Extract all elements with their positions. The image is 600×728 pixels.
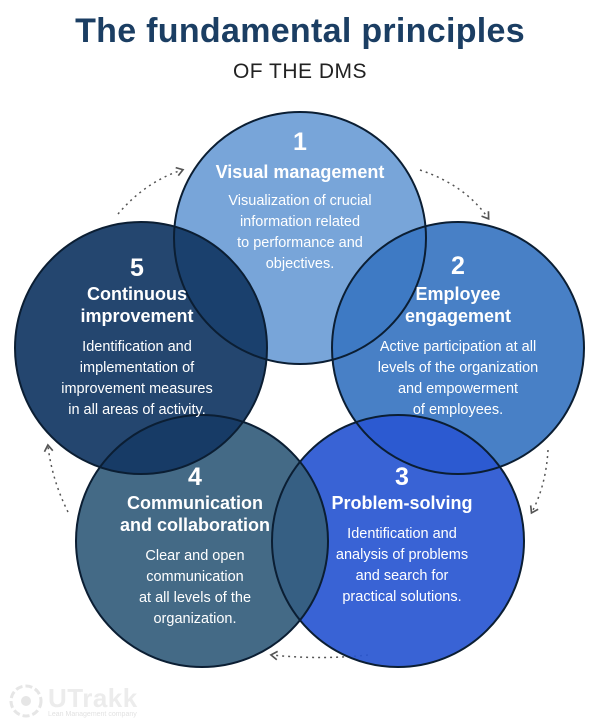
- cycle-arrow-1-to-2: [419, 169, 490, 221]
- cycle-arrow-4-to-5: [43, 443, 69, 513]
- principle-5-title: Continuous improvement: [80, 284, 194, 326]
- principle-2-number: 2: [451, 252, 465, 280]
- principle-1-circle-outline: [173, 111, 427, 365]
- principle-2-text: 2 Employee engagement Active participati…: [358, 251, 558, 421]
- principle-4-text: 4 Communication and collaboration Clear …: [95, 462, 295, 630]
- logo-tagline: Lean Management company: [48, 711, 137, 718]
- diagram-subtitle: OF THE DMS: [232, 60, 368, 83]
- principle-2-circle-outline: [331, 221, 585, 475]
- principle-3-circle-outline: [271, 414, 525, 668]
- principle-4-number: 4: [188, 463, 202, 491]
- principle-4-circle: [76, 415, 328, 667]
- principle-1-text: 1 Visual management Visualization of cru…: [200, 127, 400, 275]
- principle-1-title: Visual management: [215, 162, 385, 182]
- principle-3-number: 3: [395, 463, 409, 491]
- principle-3-description: Identification and analysis of problems …: [335, 526, 469, 605]
- logo-name: UTrakk: [48, 683, 138, 713]
- cycle-arrow-3-to-4: [269, 650, 369, 661]
- principle-2-title: Employee engagement: [404, 284, 512, 326]
- principle-2-circle: [332, 222, 584, 474]
- cycle-arrow-2-to-3: [529, 449, 549, 515]
- utrakk-logo-icon: [9, 684, 43, 718]
- cycle-arrow-5-to-1: [117, 166, 185, 215]
- principle-3-title: Problem-solving: [331, 493, 473, 513]
- principle-1-description: Visualization of crucial information rel…: [228, 193, 372, 272]
- principle-5-description: Identification and implementation of imp…: [61, 339, 213, 418]
- principle-2-description: Active participation at all levels of th…: [377, 339, 539, 418]
- utrakk-logo: UTrakk Lean Management company: [8, 683, 158, 723]
- principle-4-circle-outline: [75, 414, 329, 668]
- principle-1-number: 1: [293, 128, 307, 156]
- principle-5-number: 5: [130, 254, 144, 282]
- diagram-title: The fundamental principles: [75, 12, 525, 50]
- principle-5-text: 5 Continuous improvement Identification …: [37, 253, 237, 421]
- principle-5-circle: [15, 222, 267, 474]
- principle-3-text: 3 Problem-solving Identification and ana…: [302, 462, 502, 608]
- principle-4-description: Clear and open communication at all leve…: [138, 548, 252, 627]
- principle-3-circle: [272, 415, 524, 667]
- principle-5-circle-outline: [14, 221, 268, 475]
- principle-4-title: Communication and collaboration: [119, 493, 270, 535]
